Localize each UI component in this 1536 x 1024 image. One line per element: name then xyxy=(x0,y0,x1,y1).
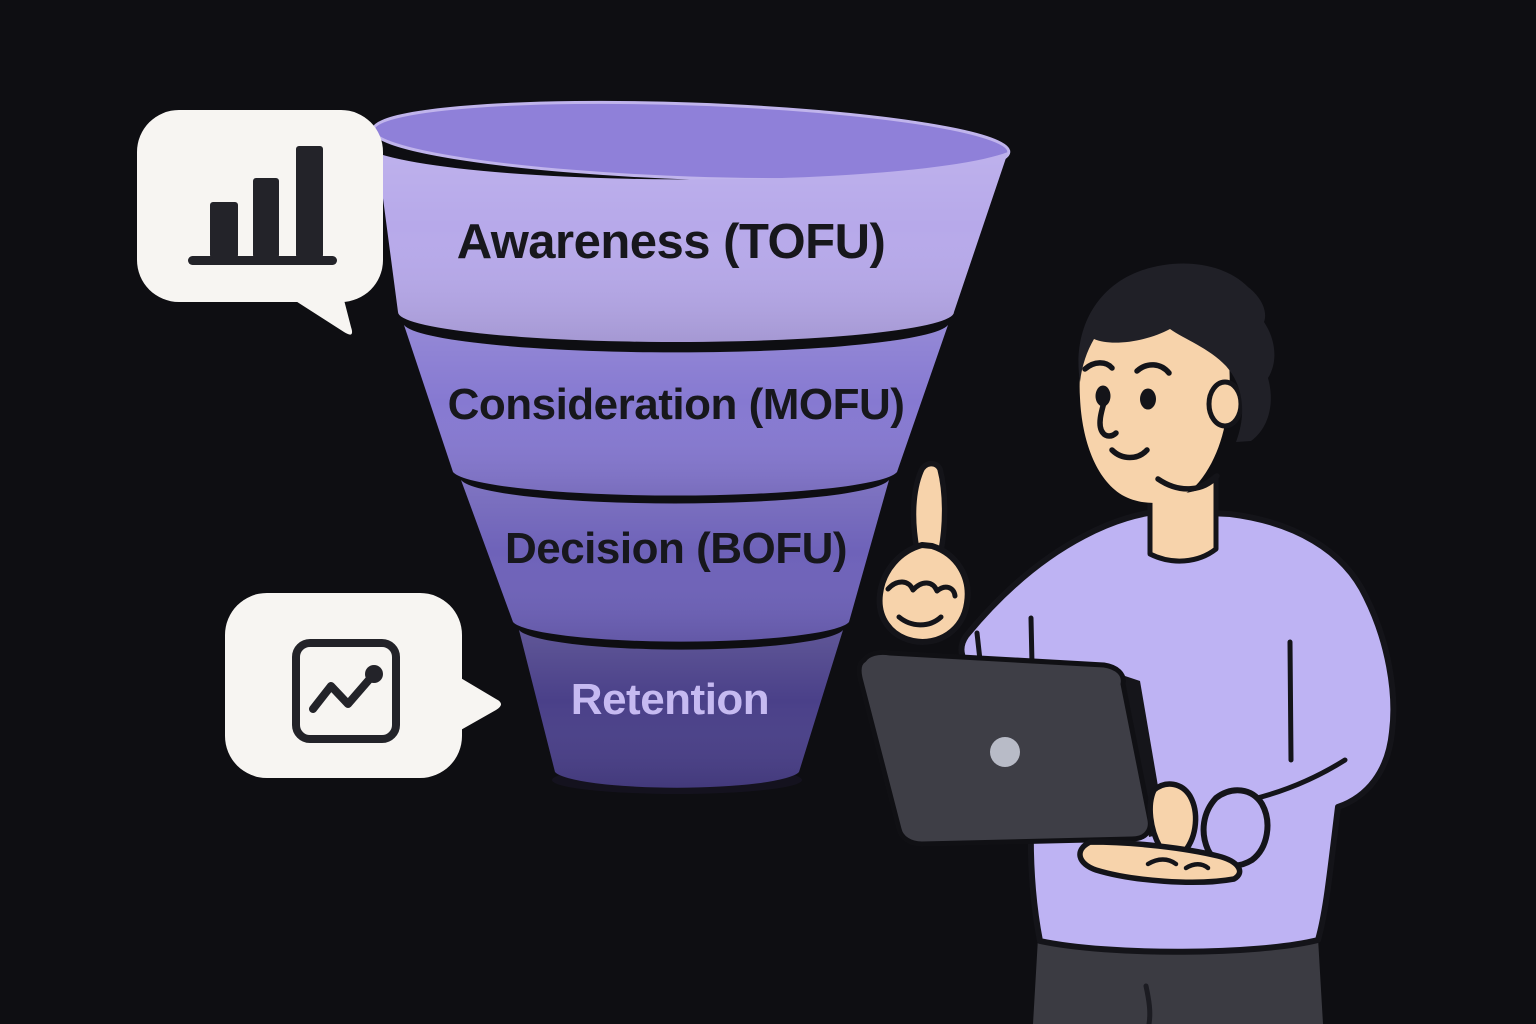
trend-up-icon xyxy=(292,639,400,743)
funnel-stage-decision: Decision (BOFU) xyxy=(461,480,889,642)
speech-bubble-tail xyxy=(459,677,501,731)
right-cuff xyxy=(1200,787,1271,869)
nose xyxy=(1097,393,1119,439)
mouth xyxy=(1109,447,1150,461)
person-pants xyxy=(1033,938,1323,1024)
funnel-stage-retention: Retention xyxy=(519,630,843,788)
bar-chart-icon xyxy=(188,146,337,265)
person-illustration xyxy=(856,263,1397,1024)
pointing-hand xyxy=(876,460,971,645)
funnel-stage-decision-label: Decision (BOFU) xyxy=(505,524,847,573)
knuckle-lines xyxy=(885,579,958,628)
funnel-stage-awareness-label: Awareness (TOFU) xyxy=(457,215,886,269)
funnel-stage-consideration: Consideration (MOFU) xyxy=(404,325,948,496)
funnel-stage-retention-label: Retention xyxy=(571,675,769,724)
funnel-stage-consideration-shade xyxy=(404,325,948,496)
ear xyxy=(1206,379,1244,429)
funnel-stage-awareness-shade xyxy=(360,130,1008,342)
laptop-logo-icon xyxy=(990,737,1020,767)
holding-hand xyxy=(1077,781,1243,885)
funnel-stage-decision-shade xyxy=(461,480,889,642)
index-finger xyxy=(910,460,948,554)
pants-crease xyxy=(1143,983,1153,1024)
funnel-stage-consideration-label: Consideration (MOFU) xyxy=(448,380,905,429)
sweater-seam-left xyxy=(1028,615,1035,667)
callout-trend-up xyxy=(225,593,501,778)
speech-bubble xyxy=(225,593,462,778)
right-eyebrow xyxy=(1134,362,1172,376)
callout-bar-chart xyxy=(137,110,383,335)
speech-bubble-tail xyxy=(291,296,353,335)
laptop xyxy=(856,649,1166,847)
jaw-line xyxy=(1155,473,1220,492)
right-eye xyxy=(1140,388,1156,410)
funnel-stage-awareness: Awareness (TOFU) xyxy=(360,130,1008,342)
funnel-stage-retention-shade xyxy=(519,630,843,788)
left-eyebrow xyxy=(1082,360,1115,372)
face-features xyxy=(1082,360,1172,461)
hair xyxy=(1078,263,1275,442)
sweater-seam xyxy=(1287,639,1294,763)
funnel-diagram: Awareness (TOFU) Consideration (MOFU) De… xyxy=(360,100,1011,794)
